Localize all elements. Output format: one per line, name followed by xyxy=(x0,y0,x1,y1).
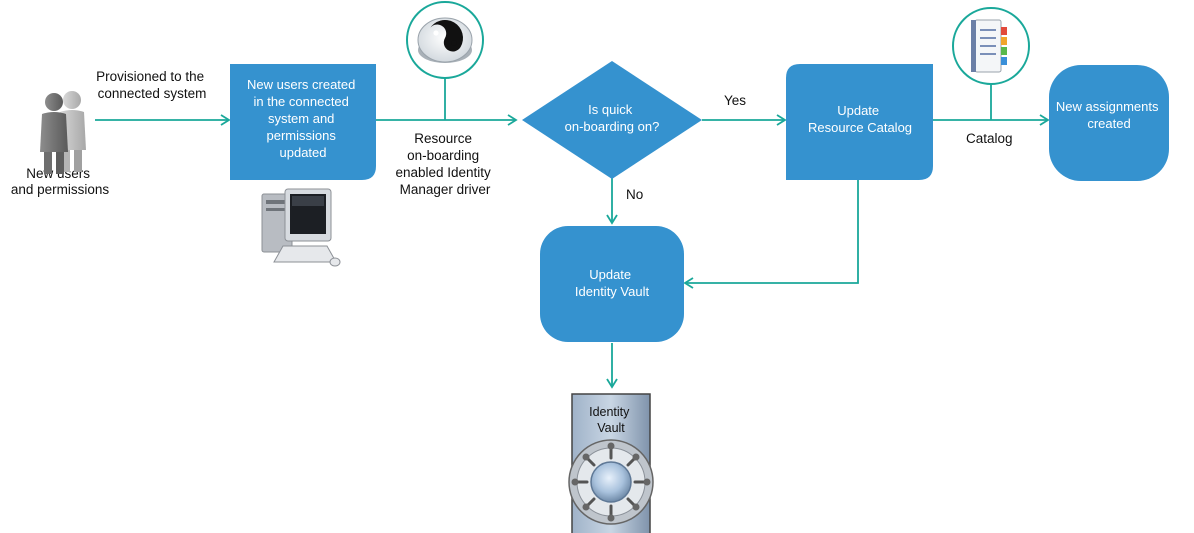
node-update-catalog-text: Update Resource Catalog xyxy=(808,103,912,135)
node-update-vault-text: Update Identity Vault xyxy=(575,267,650,299)
node-decision-text: Is quick on-boarding on? xyxy=(565,102,660,134)
users-icon xyxy=(40,91,86,174)
label-catalog: Catalog xyxy=(966,131,1013,146)
connectors xyxy=(95,72,1050,389)
catalog-book-icon xyxy=(952,7,1030,85)
node-new-assignments: New assignments created xyxy=(1049,65,1169,181)
vault-label: Identity Vault xyxy=(589,405,633,435)
label-yes: Yes xyxy=(724,93,746,108)
label-provisioned: Provisioned to the connected system xyxy=(96,69,208,101)
label-resource-onboarding: Resource on-boarding enabled Identity Ma… xyxy=(395,131,494,197)
node-update-vault: Update Identity Vault xyxy=(540,226,684,342)
node-new-users-created-text: New users created in the connected syste… xyxy=(247,77,359,160)
computer-icon xyxy=(261,188,341,267)
label-no: No xyxy=(626,187,643,202)
yin-yang-icon xyxy=(406,1,484,79)
node-decision: Is quick on-boarding on? xyxy=(522,61,702,179)
node-new-assignments-text: New assignments created xyxy=(1056,99,1162,131)
safe-vault-icon: Identity Vault xyxy=(568,393,654,533)
arrow-catalog-to-vault xyxy=(683,180,859,289)
node-update-catalog: Update Resource Catalog xyxy=(786,64,933,180)
node-new-users-created: New users created in the connected syste… xyxy=(230,64,376,180)
